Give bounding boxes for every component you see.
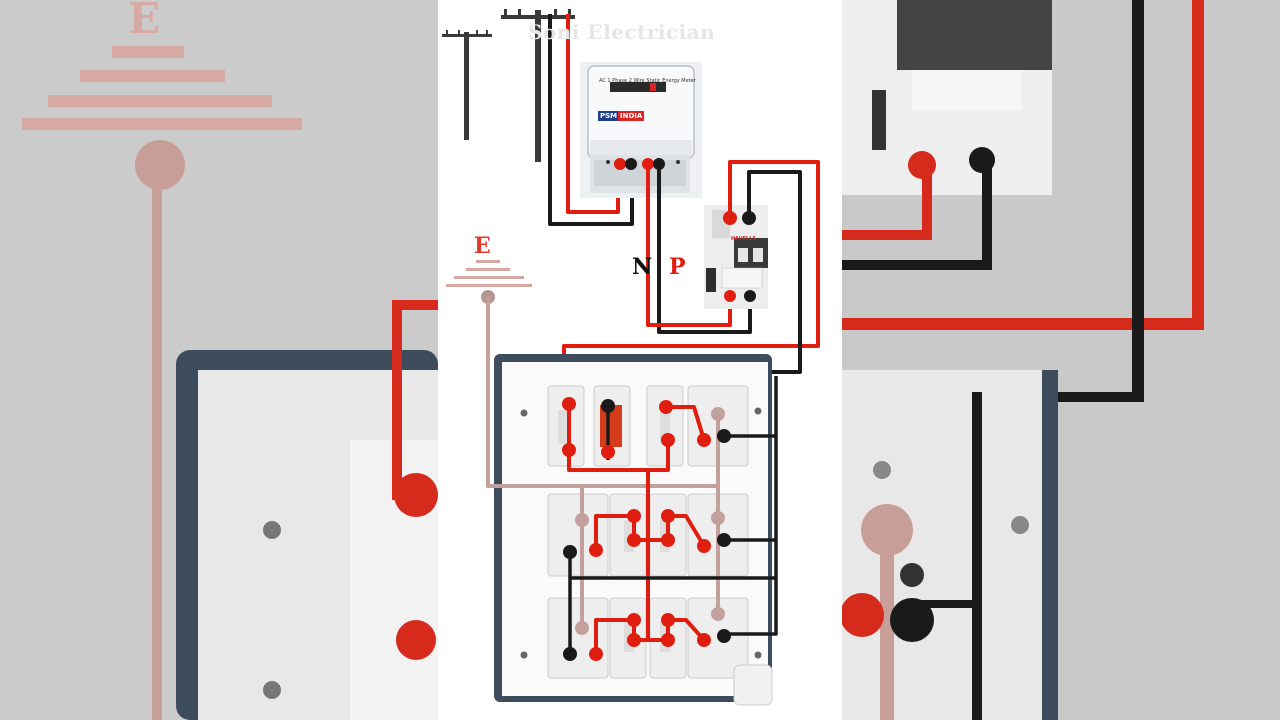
blurred-left-art: [0, 0, 438, 720]
blurred-right-art: [842, 0, 1280, 720]
blurred-background-right: [842, 0, 1280, 720]
blurred-earth-label: E: [128, 0, 161, 43]
wiring-diagram-svg: [442, 9, 820, 706]
utility-pole-small: [442, 30, 492, 140]
earth-wires: [486, 297, 720, 628]
meter-to-mcb-wires: [646, 164, 752, 334]
meter-brand: PSM: [598, 111, 620, 121]
mcb-brand: HAVELLS: [731, 236, 756, 242]
meter-title: AC 1 Phase 2 Wire Static Energy Meter: [599, 78, 696, 84]
board-terminals: [562, 397, 731, 661]
utility-pole-large: [501, 9, 575, 162]
blurred-background-left: E: [0, 0, 438, 720]
mcb-breaker: [704, 205, 768, 309]
watermark-text: Soni Electrician: [528, 20, 716, 44]
phase-label: P: [669, 254, 686, 280]
neutral-label: N: [632, 254, 653, 280]
earth-label: E: [474, 233, 491, 259]
neutral-wires: [568, 376, 778, 654]
wiring-diagram: Soni Electrician AC 1 Phase 2 Wire Stati…: [438, 0, 842, 720]
meter-brand-tag: INDIA: [618, 111, 645, 121]
